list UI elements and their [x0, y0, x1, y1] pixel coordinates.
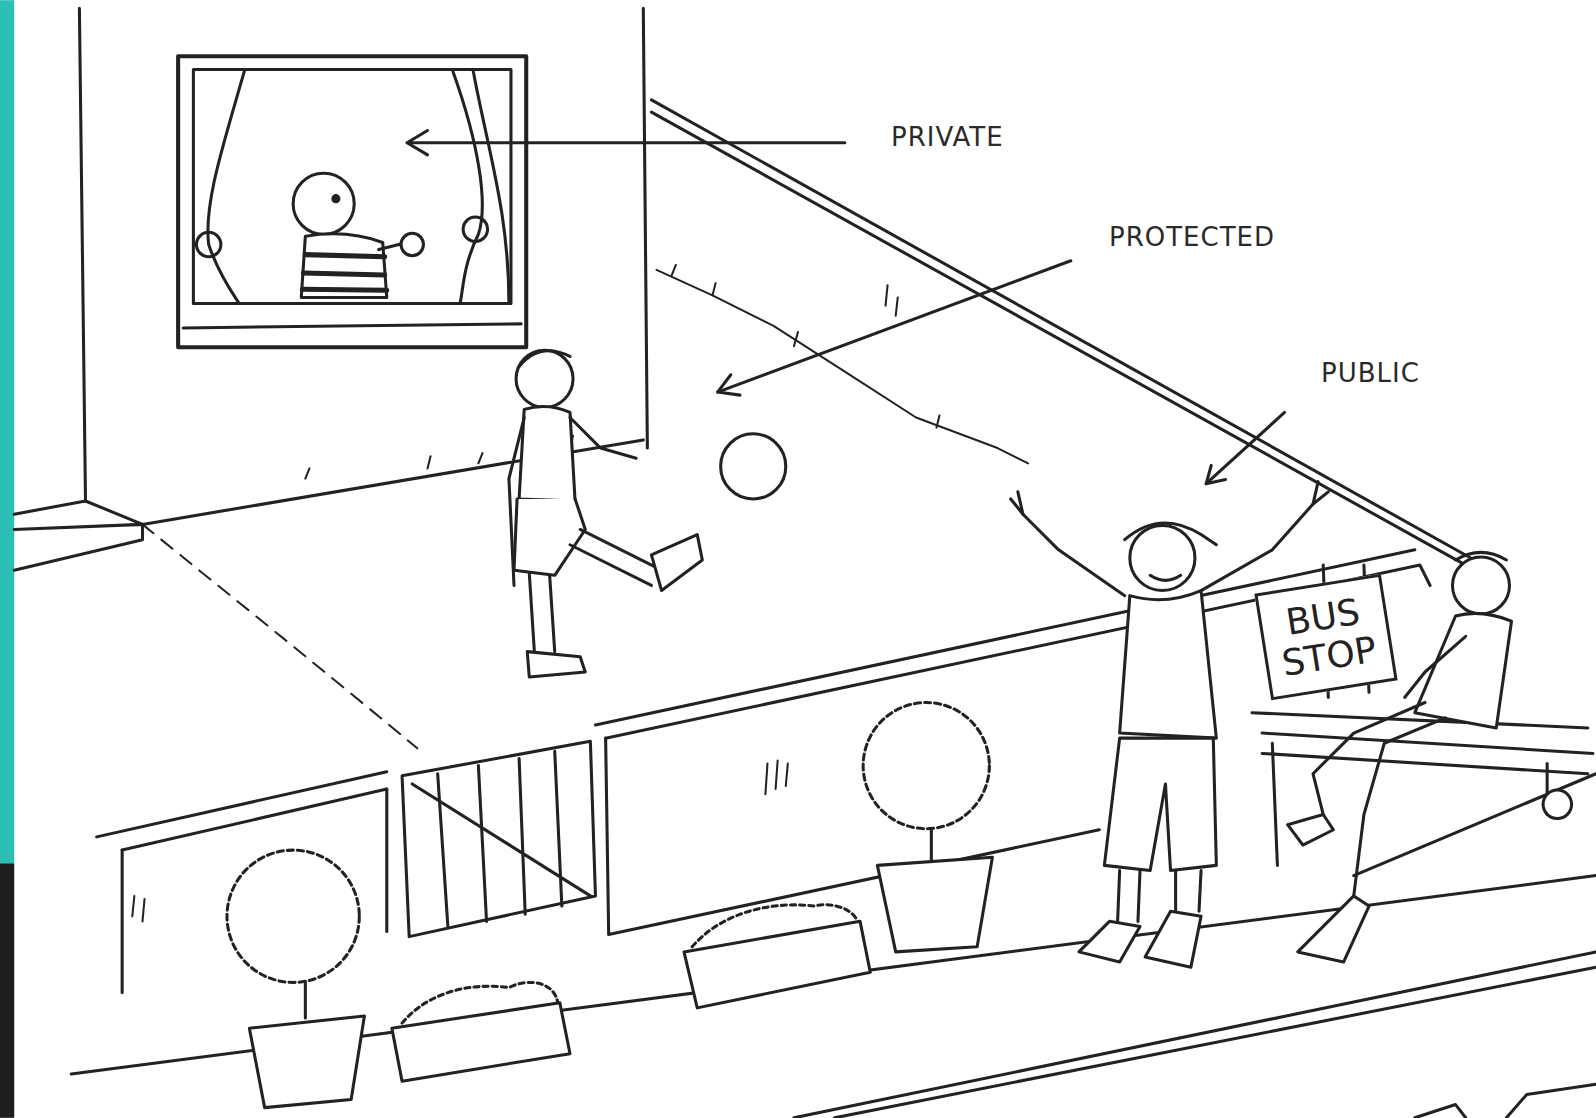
man-hair: [1456, 552, 1507, 560]
boy-arm: [570, 418, 636, 459]
baby-body: [301, 234, 387, 298]
arrow-head: [718, 375, 740, 395]
man-shoe: [1288, 814, 1334, 845]
planter-box: [684, 921, 870, 1008]
arrow-head: [407, 130, 427, 154]
dark-edge: [0, 863, 14, 1117]
zone-label: PUBLIC: [1321, 358, 1420, 388]
boy-kicking-leg: [570, 529, 662, 585]
gate: [402, 741, 595, 936]
baby-stripes: [302, 255, 386, 291]
baby-hand: [401, 233, 423, 255]
window-sill: [183, 324, 521, 328]
kerb-line: [794, 952, 1596, 1118]
teen-head: [1130, 525, 1195, 590]
house-wall-edge: [79, 8, 85, 501]
plant-pot: [877, 857, 992, 952]
window-frame: [178, 56, 526, 347]
bench-wheel: [1543, 790, 1572, 819]
gate-slats: [412, 751, 590, 926]
grass-tufts: [672, 265, 940, 428]
boy-leg: [529, 573, 554, 651]
doorstep: [14, 501, 142, 570]
boy-head: [516, 350, 573, 407]
man-arm: [1405, 636, 1466, 697]
leader-line: [407, 141, 845, 144]
baby-eye: [333, 196, 339, 202]
topiary-bush: [227, 850, 359, 982]
teen-shorts: [1104, 738, 1216, 870]
teen-shoe: [1145, 911, 1201, 967]
planter-box: [392, 1003, 570, 1081]
man-leg: [1354, 718, 1446, 896]
man-head: [1452, 557, 1509, 614]
bench-slats: [1252, 713, 1596, 876]
boy-shirt: [519, 406, 575, 501]
zone-label: PROTECTED: [1109, 222, 1275, 252]
window-inner-frame: [193, 69, 511, 303]
man-body: [1415, 613, 1512, 728]
path-edge: [143, 524, 418, 748]
boy-shorts: [514, 499, 585, 575]
teen-shoe: [1079, 921, 1140, 962]
man-shoe: [1298, 896, 1369, 962]
curtain-tie: [196, 232, 220, 256]
teen-hand: [1011, 482, 1329, 515]
planter-flowers: [402, 982, 558, 1023]
front-wall-face: [606, 738, 1100, 934]
boy-shoe: [527, 652, 585, 677]
bench-legs: [1272, 743, 1547, 865]
bus-stop-sign: BUS STOP: [1254, 574, 1397, 701]
yard-fence-line: [651, 100, 1470, 565]
teal-edge: [0, 0, 14, 863]
teen-smile: [1150, 575, 1181, 580]
front-wall-top: [97, 772, 387, 850]
topiary-bush: [863, 703, 989, 829]
curtain: [453, 71, 482, 303]
curtain: [208, 71, 244, 303]
baby-head: [293, 173, 354, 234]
road-mark: [1415, 1084, 1596, 1118]
teen-arm: [1023, 504, 1313, 596]
front-wall-top: [595, 550, 1430, 738]
sign-text: BUS STOP: [1259, 588, 1392, 686]
boy-hair: [519, 351, 570, 367]
curtain-tie: [463, 217, 487, 241]
curtain: [473, 71, 509, 303]
boy-shoe: [651, 535, 702, 591]
arrow-head: [1206, 465, 1225, 483]
front-wall-edge: [122, 789, 387, 993]
planter-flowers: [692, 905, 857, 947]
plant-pot: [249, 1016, 364, 1108]
leader-line: [1206, 412, 1284, 483]
ball: [721, 434, 786, 499]
teen-cap: [1125, 523, 1217, 545]
leader-line: [718, 261, 1071, 392]
zone-label: PRIVATE: [891, 122, 1004, 152]
teen-shirt: [1120, 591, 1217, 739]
house-wall-edge: [643, 8, 647, 448]
